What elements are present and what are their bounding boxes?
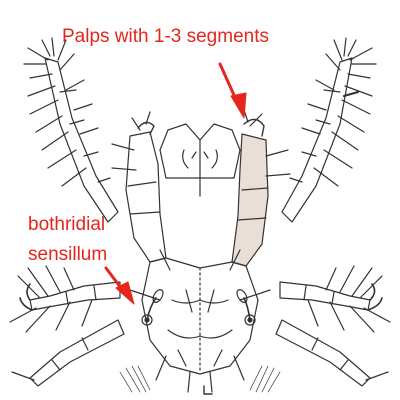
bothridial-label-line1: bothridial [28, 214, 106, 235]
bothridia [141, 289, 256, 326]
palps-arrow [218, 62, 247, 119]
bothridial-arrow [104, 266, 135, 305]
chelicerae [159, 123, 241, 197]
hatched-areas [119, 365, 281, 393]
palps-label: Palps with 1-3 segments [62, 26, 269, 47]
propodosoma [141, 257, 259, 375]
lower-legs [11, 319, 389, 387]
left-palp [111, 111, 167, 263]
left-front-leg [23, 37, 119, 223]
right-palp [231, 109, 291, 267]
body-setae [129, 249, 271, 395]
left-rear-leg [9, 265, 121, 333]
right-front-leg [281, 37, 377, 223]
bothridial-label-line2: sensillum [28, 244, 108, 265]
right-rear-leg [279, 265, 391, 333]
